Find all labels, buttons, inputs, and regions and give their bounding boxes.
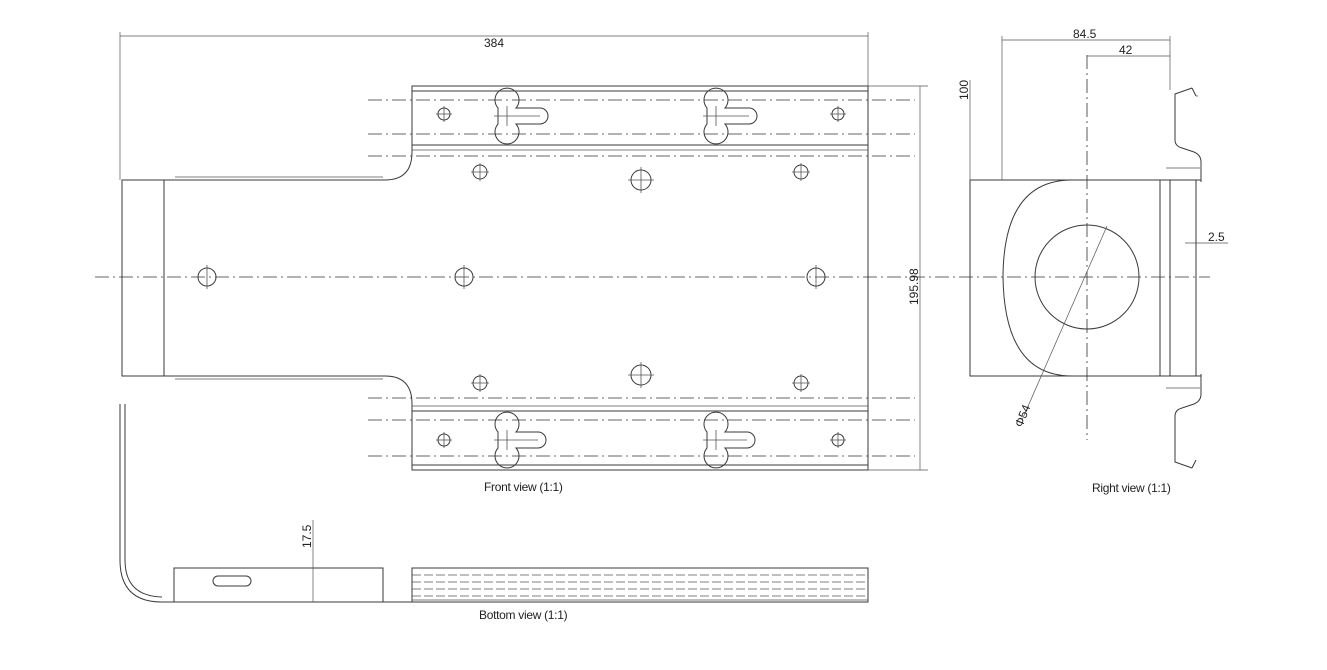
dimension-thickness: 2.5	[1185, 230, 1228, 244]
bottom-view: 17.5 Bottom view (1:1)	[119, 404, 869, 622]
overall-width-label: 384	[484, 36, 504, 50]
front-view: 384 195.98 Front view (1:1)	[95, 32, 1210, 494]
hole-diameter-label: Φ54	[1012, 402, 1034, 429]
keyhole-slot	[703, 87, 758, 145]
keyhole-slot	[494, 87, 549, 145]
height-label: 195.98	[907, 268, 921, 305]
dimension-overall-width: 384	[119, 32, 869, 180]
dimension-height: 195.98	[868, 85, 928, 471]
bottom-view-caption: Bottom view (1:1)	[479, 608, 568, 622]
thickness-label: 2.5	[1208, 230, 1225, 244]
dimension-hole-diameter: Φ54	[1012, 225, 1108, 429]
dimension-right-height: 100	[957, 80, 971, 180]
dimension-right-offset: 42	[1087, 43, 1170, 57]
right-view: 84.5 42 100 2.5 Φ54 Right view (1:1)	[957, 27, 1228, 495]
keyhole-slot	[703, 411, 756, 469]
right-height-label: 100	[957, 80, 971, 100]
bottom-height-label: 17.5	[300, 524, 314, 548]
dimension-right-depth: 84.5	[1001, 27, 1171, 180]
slot	[212, 575, 252, 587]
right-offset-label: 42	[1119, 43, 1133, 57]
mounting-holes	[197, 106, 846, 448]
right-view-caption: Right view (1:1)	[1092, 481, 1171, 495]
dimension-bottom-height: 17.5	[300, 520, 314, 602]
keyhole-slot	[494, 411, 547, 469]
right-depth-label: 84.5	[1073, 27, 1097, 41]
front-view-caption: Front view (1:1)	[484, 480, 563, 494]
